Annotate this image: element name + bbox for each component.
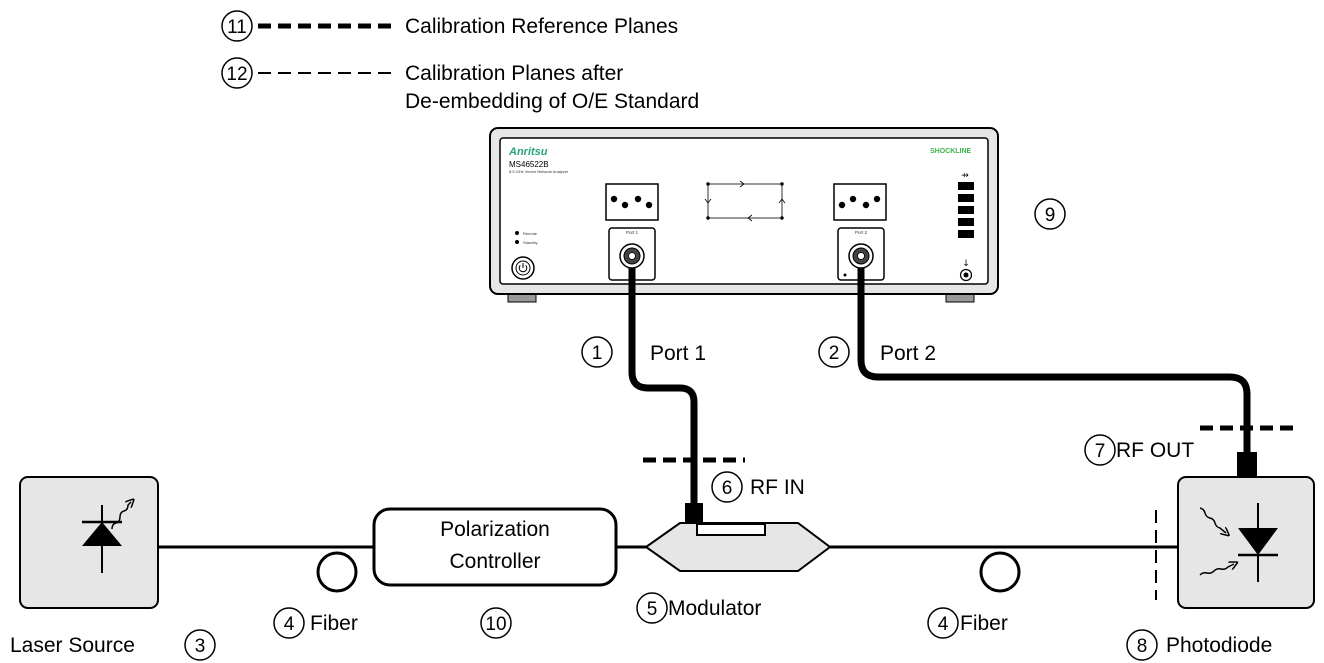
callout-number: 6 [722,478,733,499]
callout-circle [221,57,253,89]
ground-arrow-icon: ↓ [962,259,970,269]
callout-number: 2 [829,343,840,364]
callout-circle [221,10,253,42]
component-label: RF IN [750,476,805,499]
component-label: Fiber [310,612,358,635]
component-label: Fiber [960,612,1008,635]
legend: 11 Calibration Reference Planes 12 Calib… [221,10,699,113]
laser-label: Laser Source 3 [10,629,216,661]
callout-number: 5 [647,599,658,620]
laser-diode-icon [82,502,131,573]
callout-number: 8 [1137,636,1148,657]
usb-ports-column: ⇸ [958,171,974,238]
legend-item-reference-planes: 11 Calibration Reference Planes [221,10,678,42]
modulator-electrode [696,523,766,536]
modulator [644,503,832,572]
legend-label: Calibration Reference Planes [405,15,678,38]
rf-in-connector [685,503,703,523]
port2-panel-label: Port 2 [855,230,868,235]
brand-logo: Anritsu [508,146,548,158]
controller-callout: 10 [480,607,512,639]
modulator-body [644,522,832,572]
legend-label: Calibration Planes after [405,62,623,85]
power-icon [518,264,528,273]
photodiode-housing [1177,476,1315,609]
remote-led [515,231,519,235]
photodiode-label: 8 Photodiode [1126,629,1272,661]
controller-label-line2: Controller [449,550,540,573]
laser-source [19,476,159,609]
callout-number: 4 [284,614,295,635]
standby-label: Standby [523,240,538,245]
standby-led [515,240,519,244]
photodiode-icon [1199,503,1278,582]
signal-flow-graphic [704,180,786,222]
port2-rf-cable [857,268,1251,452]
product-line-logo: SHOCKLINE [930,148,972,155]
callout-number: 1 [592,343,603,364]
modulator-label: 5 Modulator [636,592,761,624]
callout-number: 10 [485,614,506,635]
rf-out-connector [1237,452,1257,477]
cable-label: Port 2 [880,342,936,365]
fiber-left-label: 4 Fiber [273,607,358,639]
model-subtitle: 8.5 GHz Vector Network Analyzer [509,169,569,174]
callout-number: 11 [227,17,247,38]
usb-icon: ⇸ [961,171,969,181]
callout-number: 7 [1095,441,1106,462]
callout-number: 9 [1045,205,1056,226]
callout-number: 3 [195,636,206,657]
instrument-front-panel [499,137,989,285]
port1-panel-label: Port 1 [626,230,639,235]
photodiode [1177,452,1315,609]
remote-label: Remote [523,231,538,236]
cable-label-port2: 2 Port 2 [818,336,936,368]
port1-rf-cable [628,268,698,505]
component-label: RF OUT [1116,439,1194,462]
component-label: Laser Source [10,634,135,657]
component-label: Photodiode [1166,634,1272,657]
cable-label-port1: 1 Port 1 [581,336,706,368]
fiber-loop-right [979,551,1021,593]
power-button [511,256,535,280]
component-label: Modulator [668,597,761,620]
vector-network-analyzer: Anritsu MS46522B 8.5 GHz Vector Network … [489,127,999,303]
legend-label-line2: De-embedding of O/E Standard [405,90,699,113]
callout-number: 12 [226,64,247,85]
callout-number: 4 [938,614,949,635]
legend-item-deembedded-planes: 12 Calibration Planes after De-embedding… [221,57,699,113]
rf-in-label: 6 RF IN [711,471,805,503]
polarization-controller: Polarization Controller [372,507,618,587]
instrument-callout: 9 [1034,198,1066,230]
controller-label-line1: Polarization [440,518,550,541]
controller-box [372,507,618,587]
model-number: MS46522B [509,160,549,169]
fiber-right-label: 4 Fiber [927,607,1008,639]
rf-out-label: 7 RF OUT [1084,434,1194,466]
cable-label: Port 1 [650,342,706,365]
fiber-loop-left [316,551,358,593]
